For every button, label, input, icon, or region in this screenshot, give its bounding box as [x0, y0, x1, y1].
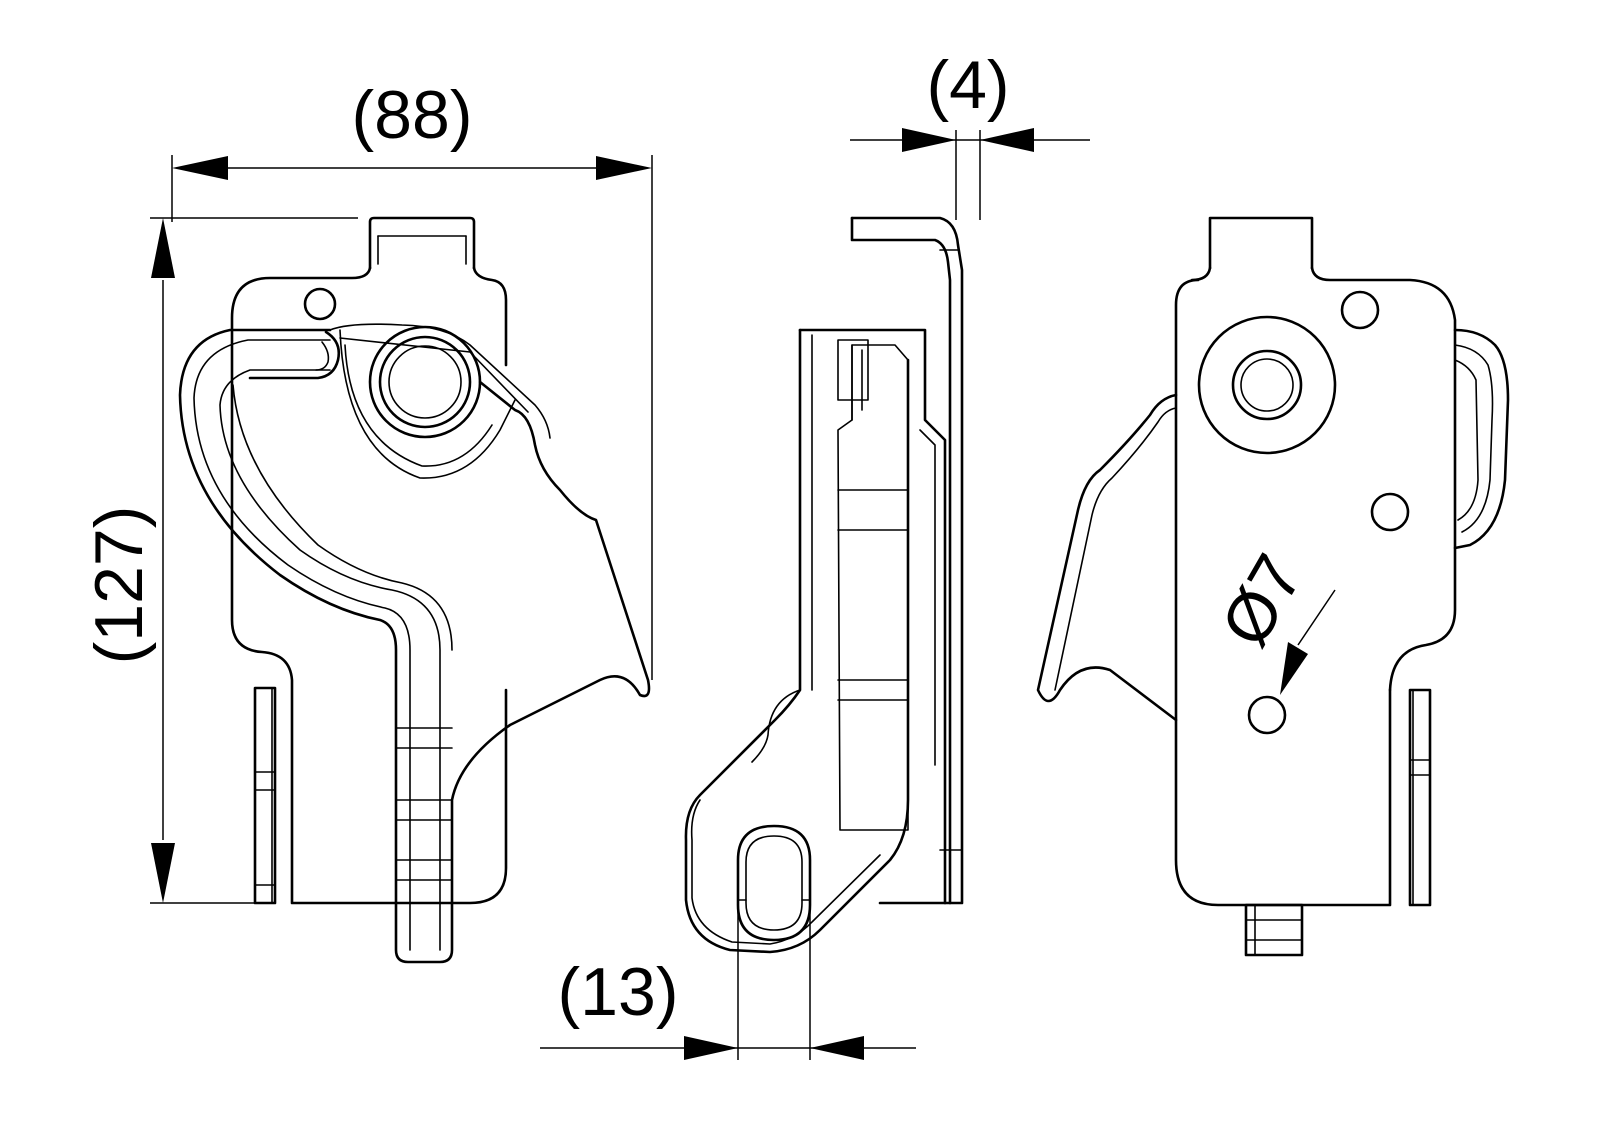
rear-pivot-bore [1231, 349, 1303, 421]
rear-side-plates [1408, 688, 1432, 907]
rear-spring [1453, 328, 1510, 550]
side-plates [253, 686, 277, 905]
spring [329, 323, 551, 439]
arrow-left [172, 156, 228, 180]
arrow-thickness-right [980, 128, 1034, 152]
dimension-height: (127) [81, 217, 358, 904]
hook-lever [178, 328, 651, 964]
rear-pivot-boss [1197, 315, 1337, 455]
elongated-slot [736, 824, 812, 942]
slot-dimension-label: (13) [558, 954, 679, 1030]
base-plate [230, 266, 508, 905]
side-lever [798, 328, 947, 905]
rear-top-tab [1208, 216, 1314, 270]
arrow-up [151, 218, 175, 278]
side-view [684, 216, 964, 954]
pivot-pin-hole [303, 287, 337, 321]
height-dimension-label: (127) [81, 506, 157, 665]
dimension-width: (88) [171, 77, 653, 680]
dimension-slot-width: (13) [540, 885, 916, 1060]
front-view [178, 216, 651, 964]
arrow-right [596, 156, 652, 180]
rear-body [1174, 266, 1392, 907]
top-tab [368, 216, 476, 270]
rear-bottom-stud [1244, 903, 1304, 957]
hole-leader-arrow [1280, 642, 1308, 695]
dimension-thickness: (4) [850, 47, 1090, 220]
pivot-bore [378, 335, 472, 429]
rear-small-hole-top [1340, 290, 1380, 330]
width-dimension-label: (88) [352, 77, 473, 153]
arrow-slot-right [810, 1036, 864, 1060]
arrow-slot-left [684, 1036, 738, 1060]
arrow-down [151, 843, 175, 903]
rear-hook-edge [1036, 393, 1178, 722]
rear-small-hole-middle [1370, 492, 1410, 532]
arrow-thickness-left [902, 128, 956, 152]
side-backplate [850, 216, 964, 905]
thickness-dimension-label: (4) [926, 47, 1009, 123]
rear-view: Ø7 [1036, 216, 1510, 957]
rear-hole-7mm [1247, 695, 1287, 735]
